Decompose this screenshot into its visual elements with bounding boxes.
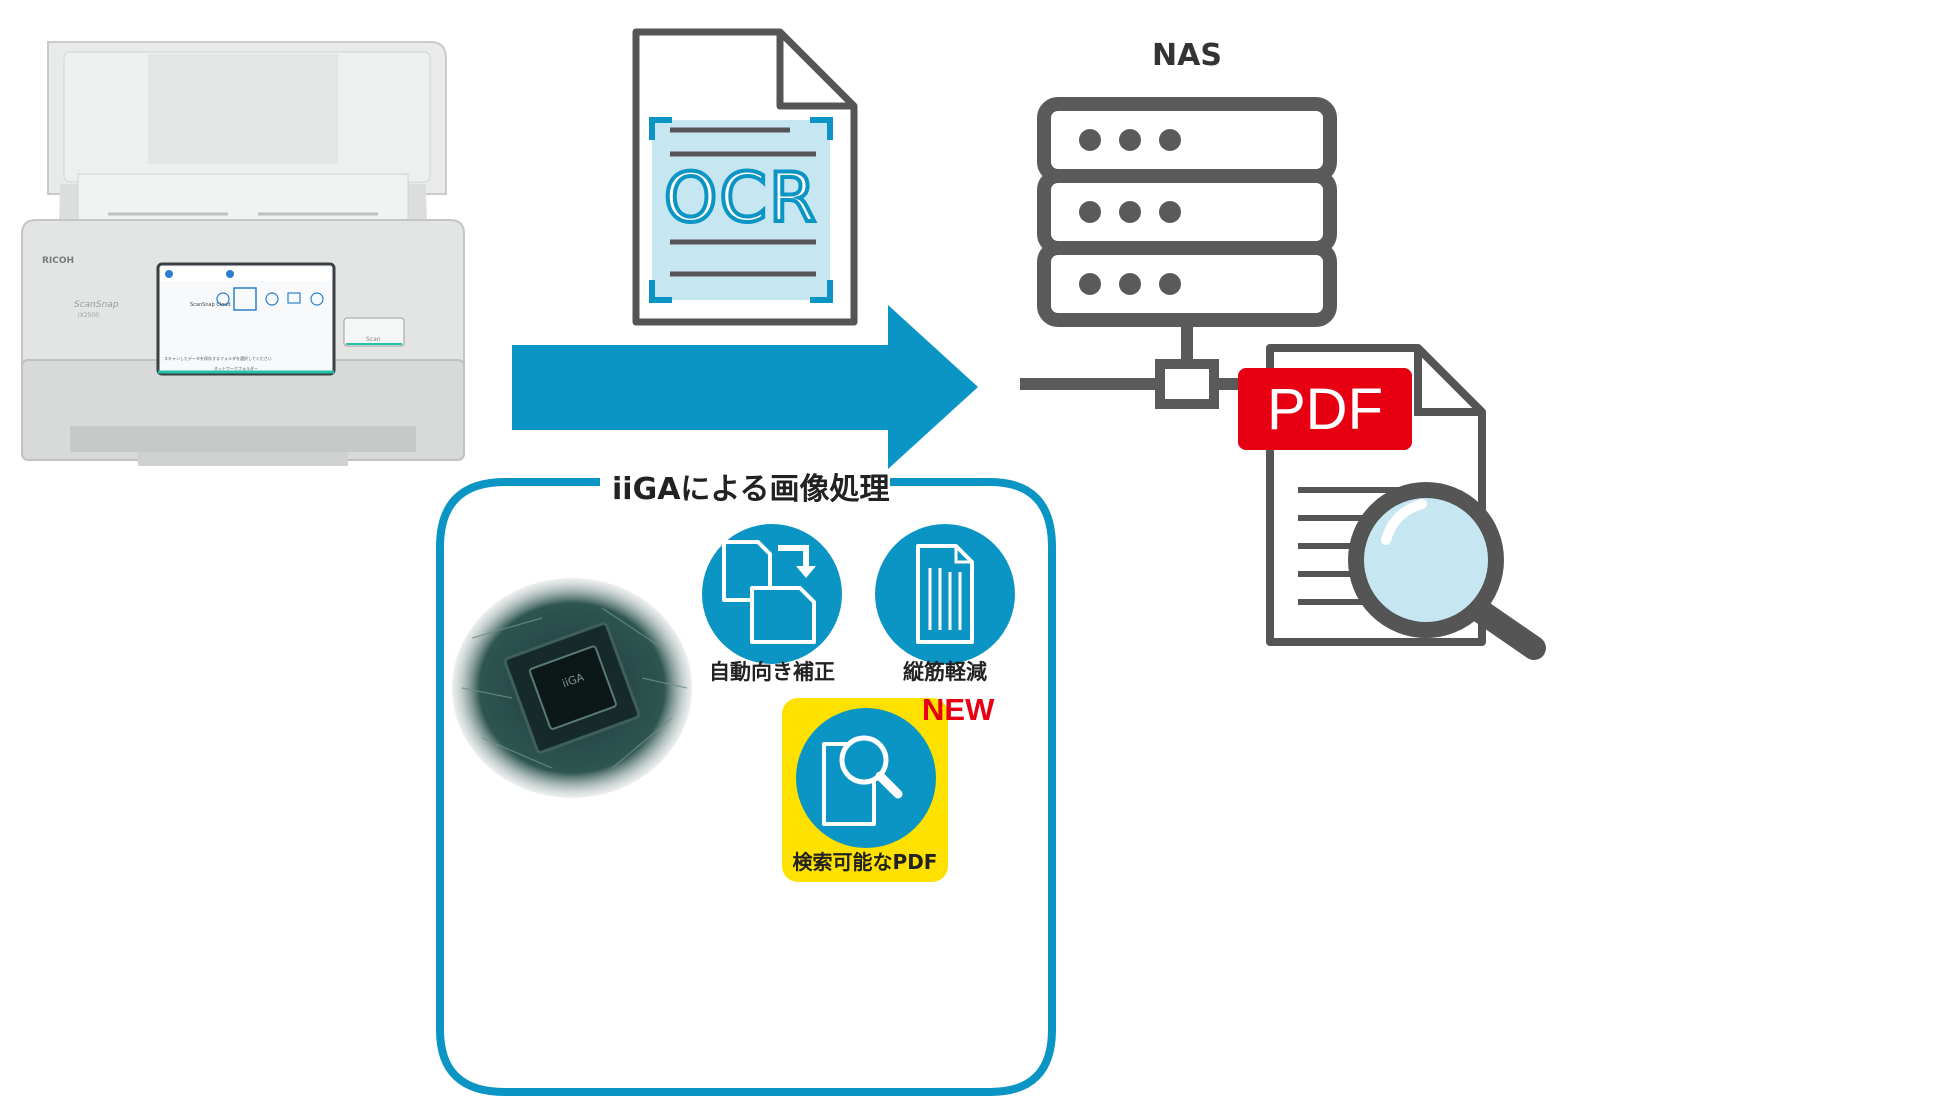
iiga-chip-photo: iiGA — [452, 578, 692, 798]
process-flow-arrow — [512, 305, 978, 469]
screen-footer: ネットワークフォルダー — [214, 366, 258, 371]
iiga-panel-title: iiGAによる画像処理 — [612, 472, 890, 507]
ocr-document-icon: OCR — [630, 28, 860, 328]
feature-streak-reduction-label: 縦筋軽減 — [903, 660, 987, 684]
auto-rotate-icon — [702, 524, 842, 664]
nas-label: NAS — [1152, 38, 1222, 73]
feature-searchable-pdf-label: 検索可能なPDF — [792, 850, 938, 874]
feature-auto-rotate-label: 自動向き補正 — [709, 660, 835, 684]
streak-reduction-icon — [875, 524, 1015, 664]
scan-button-label: Scan — [366, 336, 381, 343]
feature-streak-reduction: 縦筋軽減 — [870, 524, 1020, 704]
screen-app-title: ScanSnap Cloud — [190, 302, 231, 308]
searchable-pdf-icon — [796, 708, 936, 848]
nas-server-icon — [1020, 94, 1340, 414]
feature-searchable-pdf: 検索可能なPDF — [782, 698, 948, 882]
pdf-badge — [1238, 368, 1412, 450]
scanner-brand: RICOH — [42, 256, 75, 266]
screen-hint: スキャンしたデータを保存するフォルダを選択してください — [164, 356, 272, 361]
scanner-product-name: ScanSnap — [74, 300, 119, 310]
new-badge: NEW — [922, 692, 995, 727]
scanner-model: iX2500 — [78, 312, 100, 319]
scanner-image: RICOH ScanSnap iX2500 ScanSnap Cloud スキャ… — [18, 34, 468, 474]
ocr-label: OCR — [662, 159, 819, 238]
feature-auto-rotate: 自動向き補正 — [700, 524, 850, 704]
pdf-label: PDF — [1267, 377, 1383, 442]
